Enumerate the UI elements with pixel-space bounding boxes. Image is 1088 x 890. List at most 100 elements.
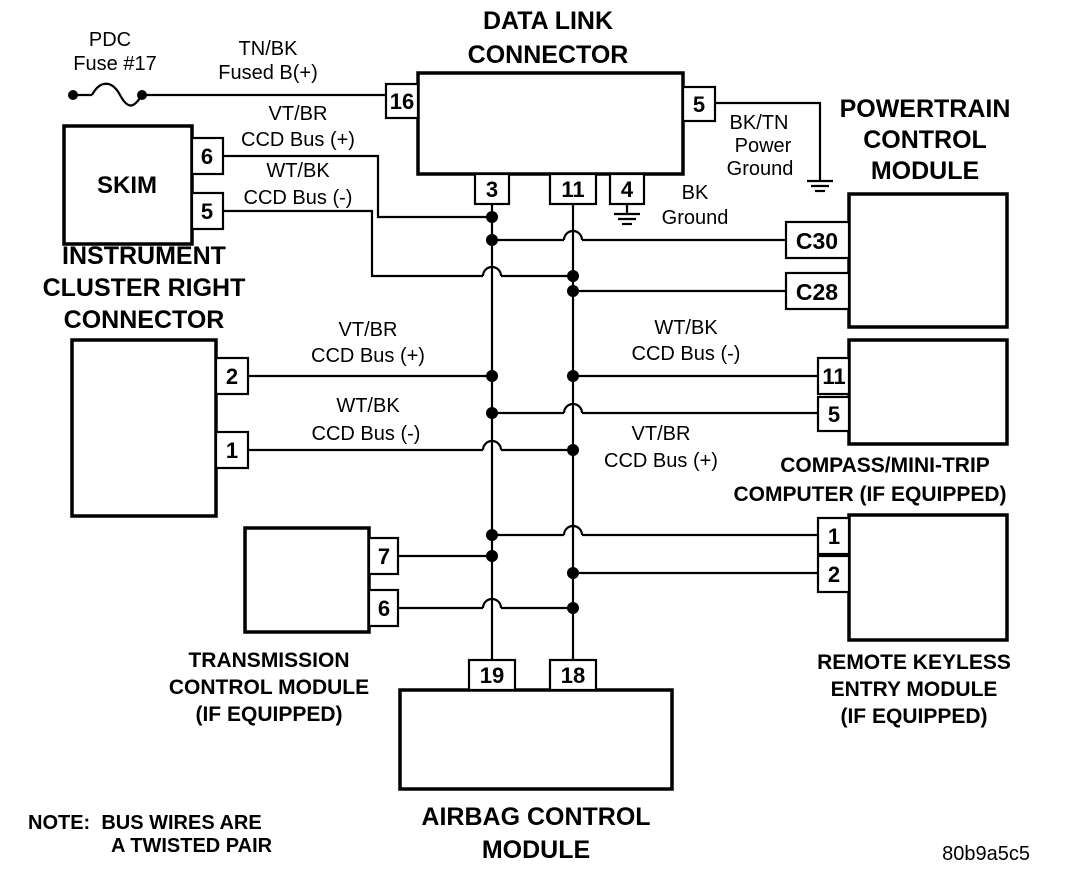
acm-title-line1: AIRBAG CONTROL bbox=[421, 803, 650, 831]
airbag-module-box bbox=[398, 688, 674, 791]
cluster-title-line2: CLUSTER RIGHT bbox=[43, 274, 246, 302]
rke-pin1-hop bbox=[562, 524, 584, 536]
compass-plus-color: VT/BR bbox=[632, 423, 691, 445]
acm-pins: 19 18 bbox=[467, 658, 598, 692]
fuse-terminal-right bbox=[137, 90, 147, 100]
rke-title-line1: REMOTE KEYLESS bbox=[817, 651, 1011, 674]
acm-title-line2: MODULE bbox=[482, 836, 590, 864]
splice-dot bbox=[486, 407, 498, 419]
tcm-pin-6: 6 bbox=[378, 596, 390, 621]
splice-dot bbox=[486, 211, 498, 223]
tcm-title-line1: TRANSMISSION bbox=[188, 649, 349, 672]
pcm-c30-hop bbox=[562, 229, 584, 241]
skim-box bbox=[62, 124, 194, 246]
fuse-terminal-left bbox=[68, 90, 78, 100]
note-line2: A TWISTED PAIR bbox=[111, 835, 273, 857]
cluster-title-line1: INSTRUMENT bbox=[62, 242, 226, 270]
pcm-title-line2: CONTROL bbox=[863, 126, 987, 154]
pcm-title-line3: MODULE bbox=[871, 157, 979, 185]
compass-minus-color: WT/BK bbox=[654, 317, 718, 339]
splice-dot bbox=[486, 370, 498, 382]
power-ground-line2: Power bbox=[735, 135, 792, 157]
splice-dot bbox=[567, 285, 579, 297]
dlc-title-line1: DATA LINK bbox=[483, 7, 613, 35]
splice-dot bbox=[486, 234, 498, 246]
rke-pin-1: 1 bbox=[828, 524, 840, 549]
rke-title-line2: ENTRY MODULE bbox=[831, 678, 998, 701]
skim-wire5-color: WT/BK bbox=[266, 160, 330, 182]
power-ground-icon bbox=[807, 179, 833, 193]
cluster-minus-name: CCD Bus (-) bbox=[312, 423, 421, 445]
power-ground-wire bbox=[715, 101, 822, 180]
dlc-pins: 16 5 3 11 4 bbox=[384, 82, 717, 206]
rke-box bbox=[847, 513, 1009, 642]
figure-id: 80b9a5c5 bbox=[942, 843, 1030, 865]
compass-pin-5: 5 bbox=[828, 402, 840, 427]
fuse-symbol bbox=[91, 82, 143, 107]
skim-label: SKIM bbox=[97, 172, 157, 199]
splice-dots bbox=[486, 211, 579, 614]
acm-pin-18: 18 bbox=[561, 663, 585, 688]
compass-title-line1: COMPASS/MINI-TRIP bbox=[780, 454, 990, 477]
pdc-label-line2: Fuse #17 bbox=[73, 53, 156, 75]
splice-dot bbox=[486, 550, 498, 562]
cluster-plus-name: CCD Bus (+) bbox=[311, 345, 425, 367]
compass-pin-11: 11 bbox=[822, 364, 845, 389]
dlc-pin-3: 3 bbox=[486, 177, 498, 202]
cluster-pin-2: 2 bbox=[226, 364, 238, 389]
compass-pins: 11 5 bbox=[816, 356, 851, 433]
skim-pin-5: 5 bbox=[201, 199, 213, 224]
splice-dot bbox=[567, 270, 579, 282]
power-ground-line3: Ground bbox=[727, 158, 794, 180]
compass-box bbox=[847, 338, 1009, 446]
dlc-pin-11: 11 bbox=[561, 177, 584, 202]
pcm-box bbox=[847, 192, 1009, 329]
acm-pin-19: 19 bbox=[480, 663, 504, 688]
pdc-label-line1: PDC bbox=[89, 29, 131, 51]
dlc-ground-line2: Ground bbox=[662, 207, 729, 229]
dlc-pin-4: 4 bbox=[621, 177, 634, 202]
cluster-pin-1: 1 bbox=[226, 438, 238, 463]
splice-dot bbox=[567, 444, 579, 456]
dlc-ground-line1: BK bbox=[682, 182, 709, 204]
dlc-title-line2: CONNECTOR bbox=[468, 41, 629, 69]
dlc-pin-5: 5 bbox=[693, 92, 705, 117]
cluster-plus-color: VT/BR bbox=[339, 319, 398, 341]
cluster-pin1-hop bbox=[481, 439, 503, 451]
cluster-pins: 2 1 bbox=[214, 356, 250, 470]
skim-pins: 6 5 bbox=[190, 136, 225, 231]
tcm-title-line3: (IF EQUIPPED) bbox=[195, 703, 342, 726]
rke-title-line3: (IF EQUIPPED) bbox=[840, 705, 987, 728]
tcm-pins: 7 6 bbox=[367, 536, 400, 628]
ground-symbols bbox=[614, 179, 833, 226]
splice-dot bbox=[567, 567, 579, 579]
cluster-box bbox=[70, 338, 218, 518]
cluster-minus-color: WT/BK bbox=[336, 395, 400, 417]
skim-wire6-name: CCD Bus (+) bbox=[241, 129, 355, 151]
pcm-pin-c30: C30 bbox=[796, 228, 838, 254]
skim-ccd-minus-wire bbox=[223, 209, 483, 278]
skim-pin-6: 6 bbox=[201, 144, 213, 169]
splice-dot bbox=[567, 602, 579, 614]
fused-b-label-line1: TN/BK bbox=[239, 38, 299, 60]
cluster-title-line3: CONNECTOR bbox=[64, 306, 225, 334]
skim-wire5-name: CCD Bus (-) bbox=[244, 187, 353, 209]
tcm-box bbox=[243, 526, 371, 634]
power-ground-line1: BK/TN bbox=[730, 112, 789, 134]
compass-minus-name: CCD Bus (-) bbox=[632, 343, 741, 365]
pcm-title-line1: POWERTRAIN bbox=[840, 95, 1011, 123]
splice-dot bbox=[567, 370, 579, 382]
note-line1: NOTE: BUS WIRES ARE bbox=[28, 812, 262, 834]
compass-pin5-hop bbox=[562, 402, 584, 414]
rke-pins: 1 2 bbox=[816, 516, 851, 594]
fused-b-label-line2: Fused B(+) bbox=[218, 62, 317, 84]
compass-title-line2: COMPUTER (IF EQUIPPED) bbox=[733, 483, 1006, 506]
tcm-title-line2: CONTROL MODULE bbox=[169, 676, 369, 699]
pcm-pins: C30 C28 bbox=[784, 220, 851, 311]
dlc-ground-icon bbox=[614, 212, 640, 226]
tcm-pin-7: 7 bbox=[378, 544, 390, 569]
data-link-connector-box bbox=[416, 71, 685, 176]
dlc-pin-16: 16 bbox=[390, 89, 414, 114]
pcm-pin-c28: C28 bbox=[796, 279, 838, 305]
